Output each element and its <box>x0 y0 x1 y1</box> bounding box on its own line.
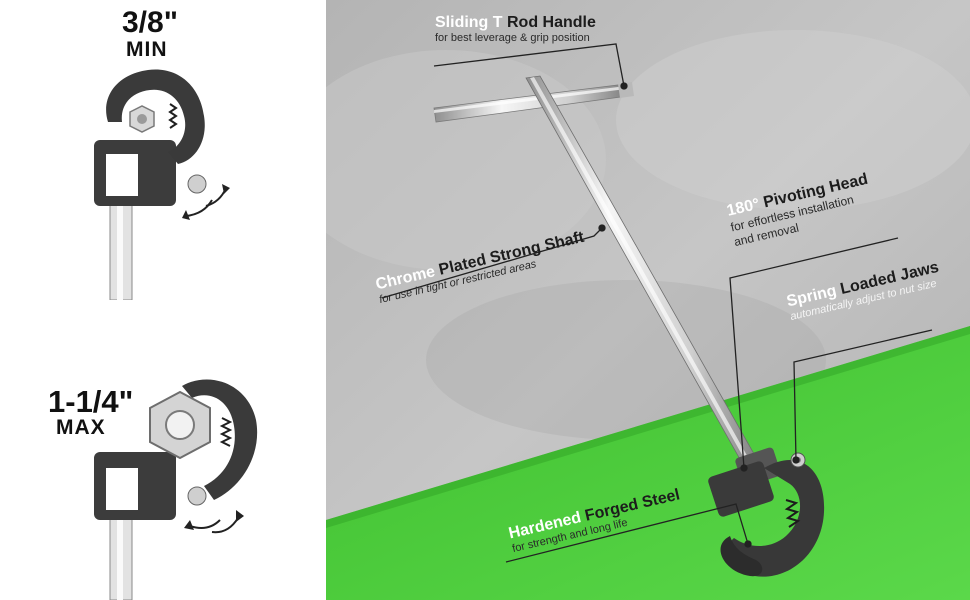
leader-lines <box>381 43 933 563</box>
size-range-panel: 3/8" MIN 1-1/4" MAX <box>0 0 326 600</box>
max-size-label: MAX <box>56 416 106 439</box>
max-jaw-illustration <box>94 379 258 600</box>
callout-title: Sliding T Rod Handle <box>435 14 596 32</box>
callout-title-highlight: Sliding T <box>435 14 503 31</box>
callout-title-rest: Rod Handle <box>502 14 596 31</box>
t-handle <box>433 82 634 123</box>
min-jaw-illustration <box>94 69 230 300</box>
callout-subtitle: for best leverage & grip position <box>435 32 590 44</box>
min-size-label: MIN <box>126 38 168 61</box>
wrench-head <box>708 447 825 577</box>
product-photo-panel: Sliding T Rod Handle for best leverage &… <box>326 0 970 600</box>
product-scene <box>326 0 970 600</box>
min-size-value: 3/8" <box>122 6 178 39</box>
max-size-value: 1-1/4" <box>48 384 134 419</box>
callout-sliding-t-handle: Sliding T Rod Handle for best leverage &… <box>435 14 596 45</box>
